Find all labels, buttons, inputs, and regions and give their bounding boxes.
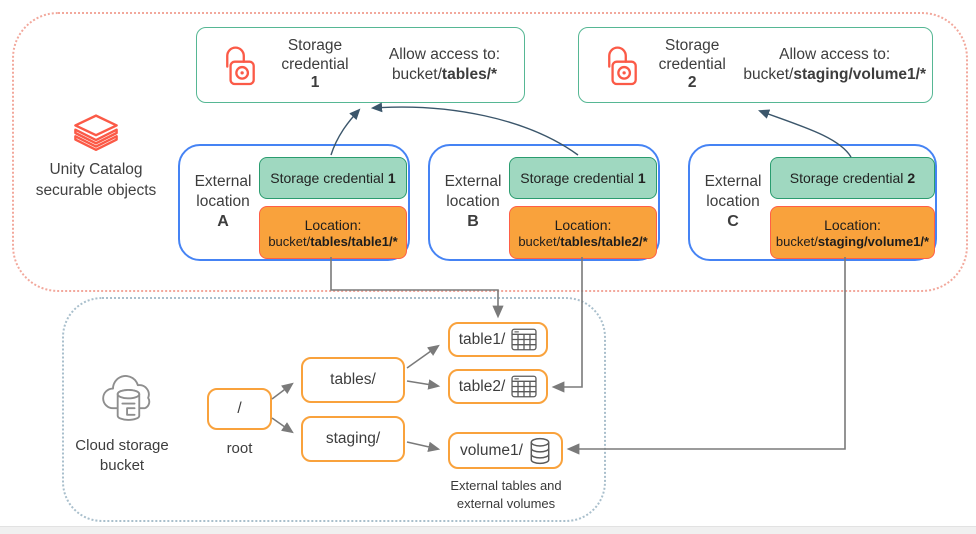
location-chip: Location: bucket/staging/volume1/* (770, 206, 935, 259)
staging-folder-box: staging/ (301, 416, 405, 462)
external-objects-caption: External tables and external volumes (450, 478, 562, 511)
external-location-label: External location B (444, 172, 502, 231)
cloud-storage-label: Cloud storage bucket (75, 437, 169, 474)
table-icon (511, 375, 537, 398)
external-location-label: External location A (194, 172, 252, 231)
storage-credential-title: Storage credential 2 (641, 37, 743, 94)
storage-credential-1-box: Storage credential 1 Allow access to: bu… (196, 27, 525, 103)
cloud-storage-icon (98, 364, 158, 428)
credential-number: 2 (687, 74, 697, 92)
table1-box: table1/ (448, 322, 548, 357)
location-chip: Location: bucket/tables/table1/* (259, 206, 407, 259)
volume1-box: volume1/ (448, 432, 563, 469)
table-icon (511, 328, 537, 351)
credential-number: 1 (310, 74, 320, 92)
lock-icon (601, 40, 639, 90)
page-bottom-strip (0, 526, 976, 534)
unity-catalog-label: Unity Catalog securable objects (35, 161, 157, 199)
volume-icon (529, 437, 551, 465)
storage-credential-2-box: Storage credential 2 Allow access to: bu… (578, 27, 933, 103)
root-folder-box: / (207, 388, 272, 430)
allow-access-text: Allow access to: bucket/tables/* (388, 45, 501, 83)
lock-icon (219, 40, 257, 90)
storage-credential-title: Storage credential 1 (259, 37, 371, 94)
databricks-stack-icon (72, 114, 120, 152)
table2-box: table2/ (448, 369, 548, 404)
root-label: root (226, 440, 253, 457)
external-location-label: External location C (704, 172, 762, 231)
tables-folder-box: tables/ (301, 357, 405, 403)
allow-access-text: Allow access to: bucket/staging/volume1/… (743, 45, 926, 83)
location-chip: Location: bucket/tables/table2/* (509, 206, 657, 259)
